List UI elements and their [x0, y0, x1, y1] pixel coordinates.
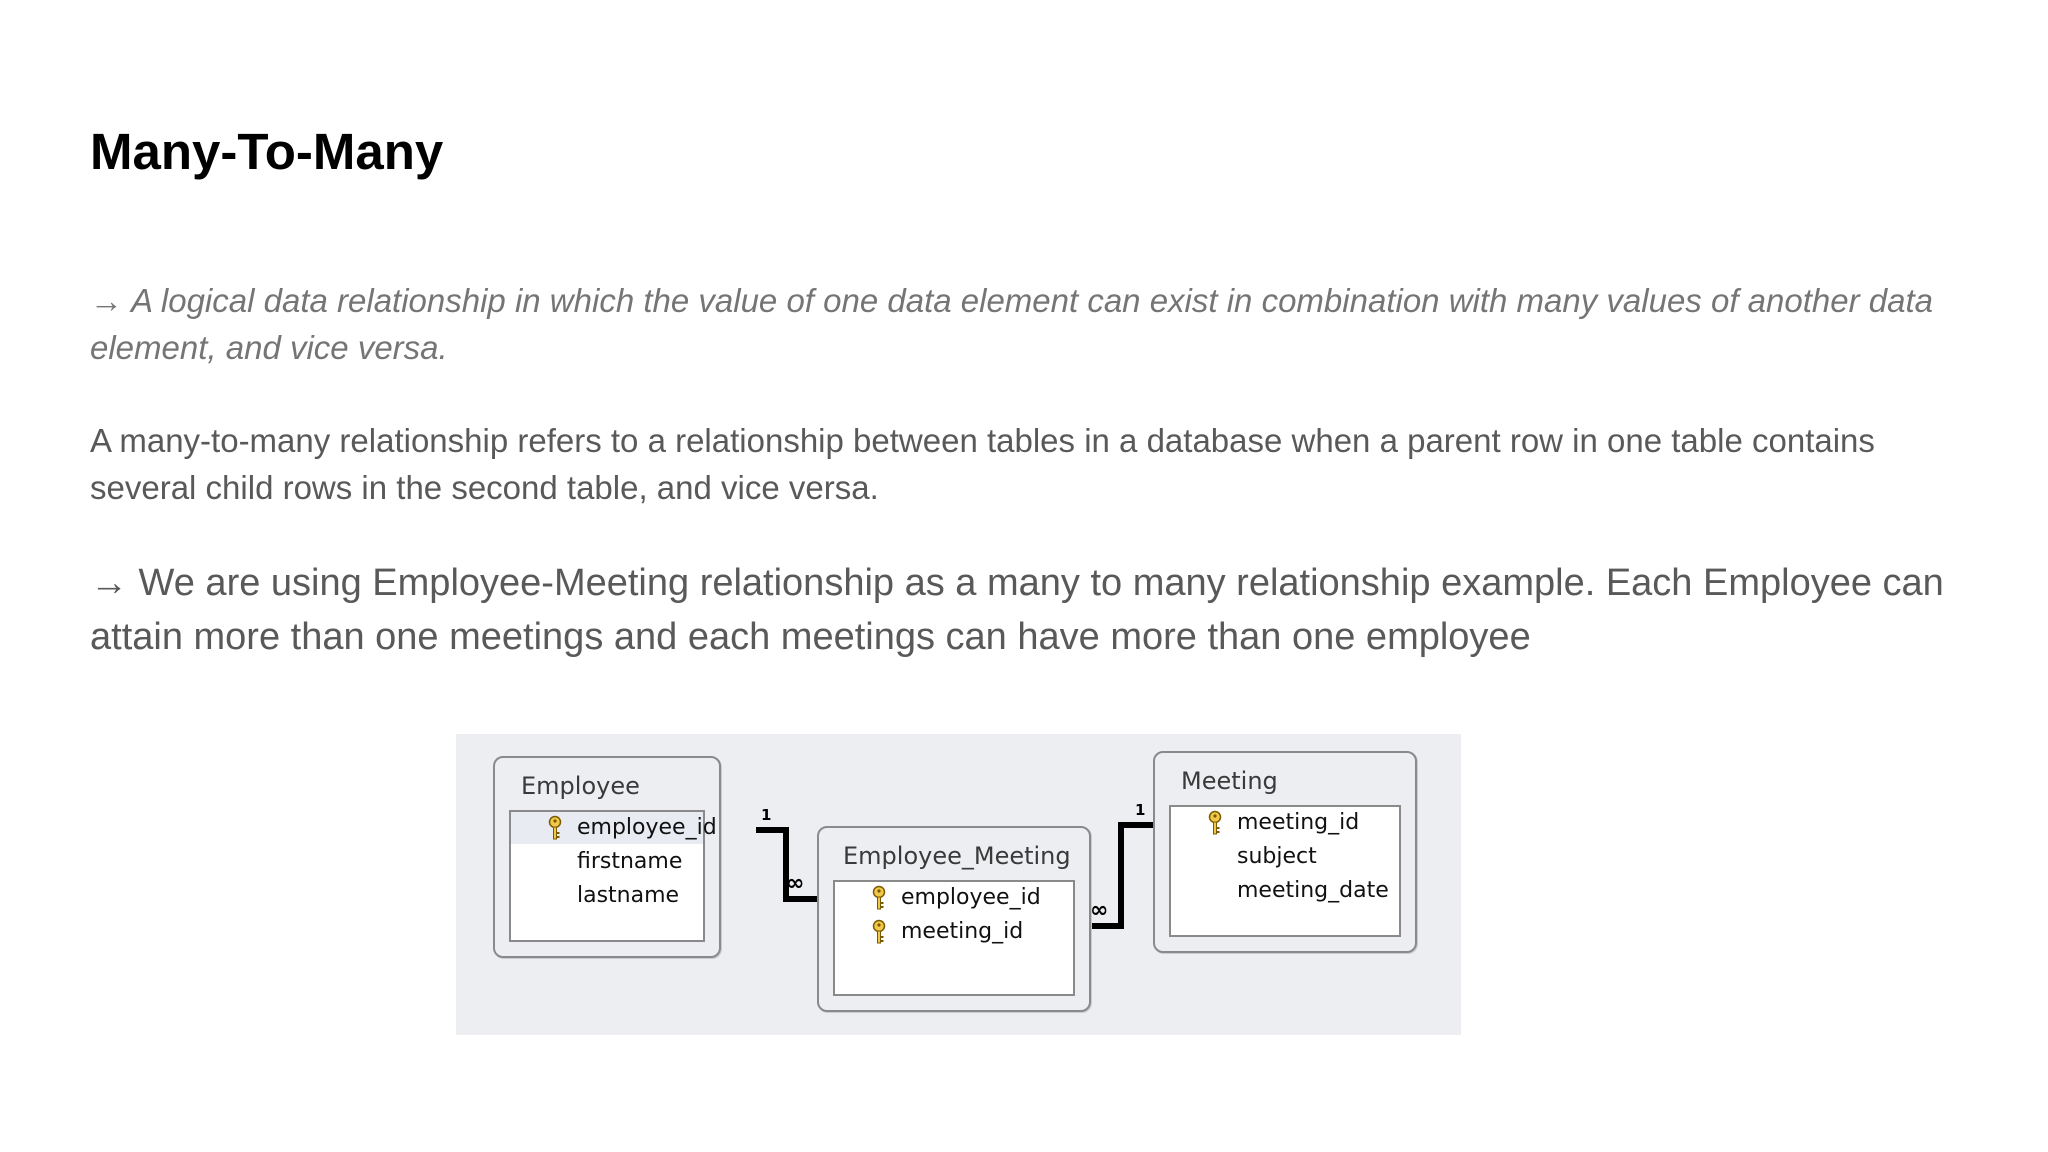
field-name: firstname	[577, 849, 683, 874]
field-name: meeting_id	[1237, 810, 1360, 835]
table-title-meeting: Meeting	[1181, 767, 1278, 795]
field-row: employee_id	[511, 812, 717, 844]
field-name: lastname	[577, 883, 680, 908]
relationship-one-label-employee: 1	[761, 806, 771, 824]
field-row: employee_id	[835, 882, 1073, 914]
relationship-many-label-meeting: ∞	[1090, 898, 1108, 923]
relationship-many-label-employee: ∞	[786, 871, 804, 896]
field-row: subject	[1171, 841, 1399, 873]
field-row: firstname	[511, 846, 703, 878]
relationship-one-label-meeting: 1	[1135, 801, 1145, 819]
key-icon	[548, 815, 562, 840]
field-row: meeting_date	[1171, 875, 1399, 907]
slide-title: Many-To-Many	[90, 123, 444, 180]
field-row: lastname	[511, 880, 703, 912]
key-icon	[872, 885, 886, 910]
table-employee: Employee employee_id firstname lastname	[493, 756, 721, 958]
relationship-line-meeting	[1090, 822, 1153, 929]
key-icon	[1208, 810, 1222, 835]
explanation-text: A many-to-many relationship refers to a …	[90, 422, 1875, 506]
field-list-employee: employee_id firstname lastname	[509, 810, 717, 942]
field-name: subject	[1237, 844, 1317, 869]
table-title-employee: Employee	[521, 772, 640, 800]
definition-text: → A logical data relationship in which t…	[90, 282, 1933, 366]
field-name: employee_id	[577, 815, 717, 840]
field-row: meeting_id	[835, 916, 1073, 948]
field-name: meeting_id	[901, 919, 1024, 944]
field-list-meeting: meeting_id subject meeting_date	[1169, 805, 1401, 937]
field-name: meeting_date	[1237, 878, 1389, 903]
table-title-employee-meeting: Employee_Meeting	[843, 842, 1071, 870]
field-name: employee_id	[901, 885, 1041, 910]
field-list-employee-meeting: employee_id meeting_id	[833, 880, 1075, 996]
relationship-line-employee	[756, 827, 817, 902]
key-icon	[872, 919, 886, 944]
table-employee-meeting: Employee_Meeting employee_id	[817, 826, 1091, 1012]
relationship-lines: 1 ∞ 1 ∞	[756, 801, 1153, 929]
er-diagram: 1 ∞ 1 ∞ Employee employee_id firstname	[456, 734, 1461, 1035]
field-row: meeting_id	[1171, 807, 1399, 839]
example-text: → We are using Employee-Meeting relation…	[90, 562, 1944, 658]
table-meeting: Meeting meeting_id subject meeting_date	[1153, 751, 1417, 953]
